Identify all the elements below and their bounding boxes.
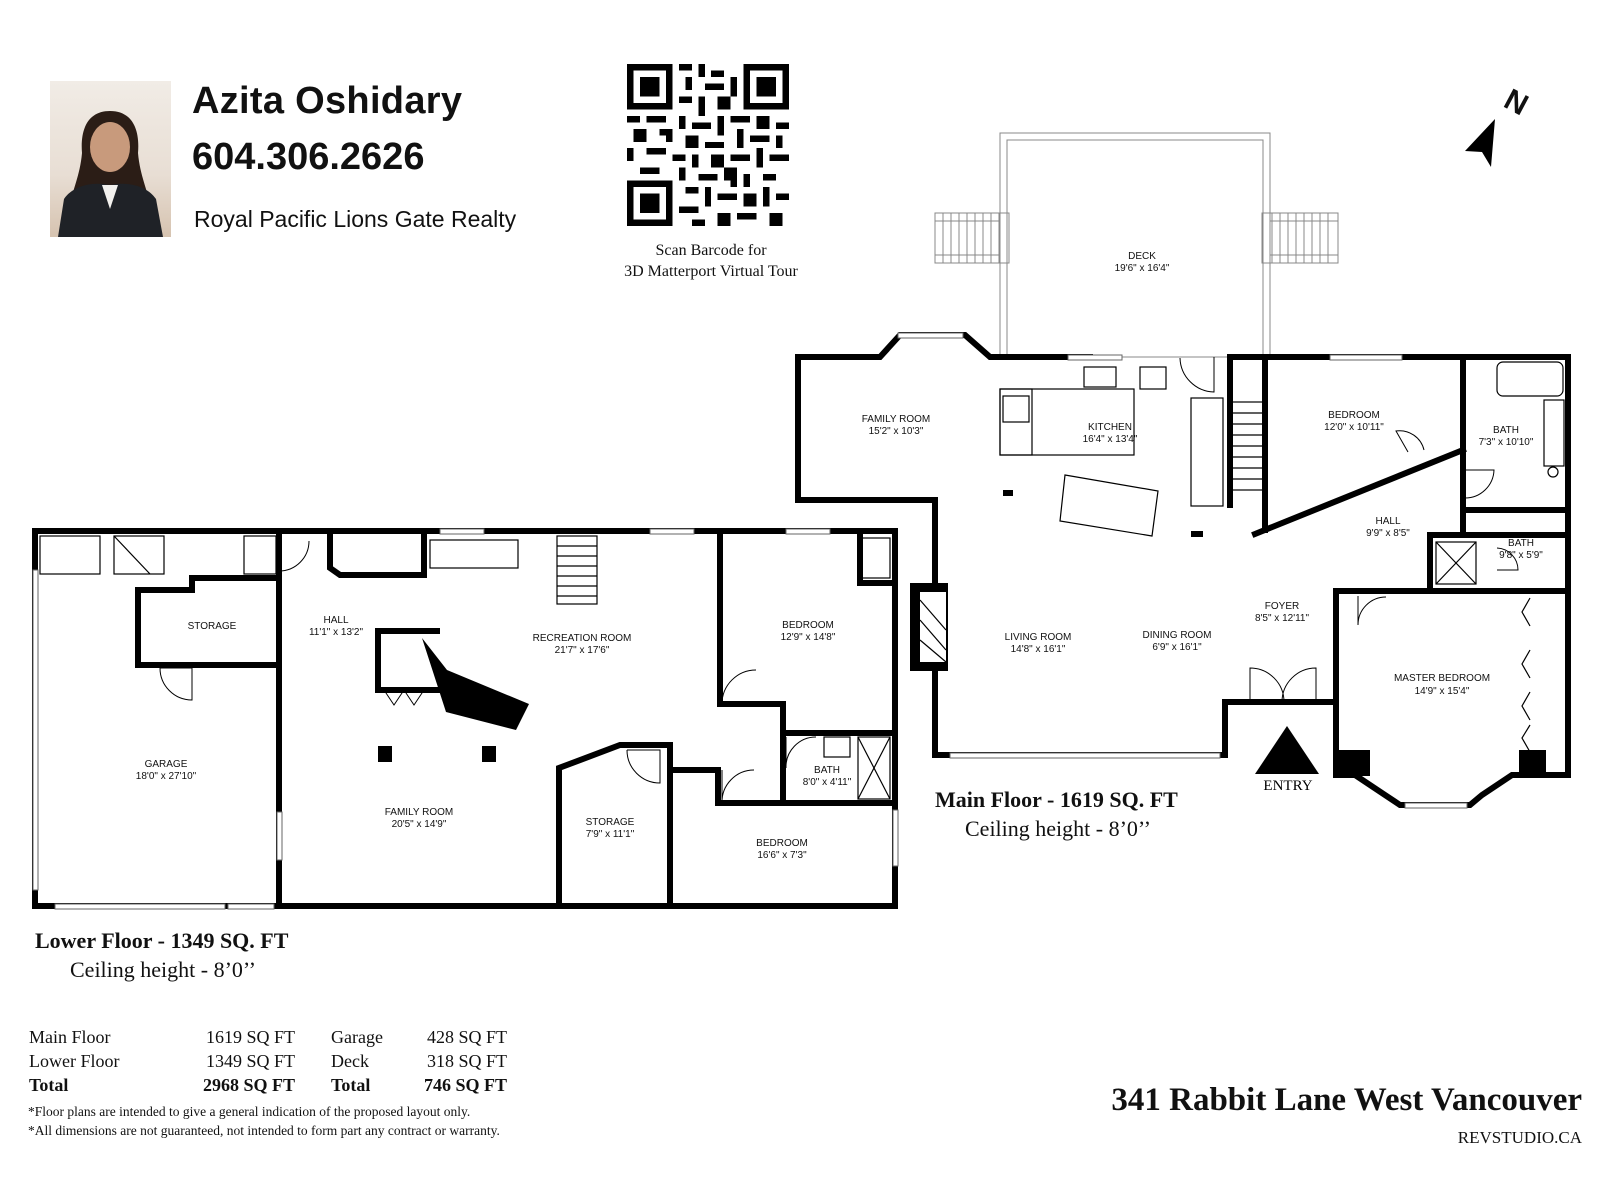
room-size: 21'7" x 17'6" <box>555 645 610 656</box>
room-name: RECREATION ROOM <box>533 633 632 644</box>
room-name: BATH <box>814 765 840 776</box>
entry-doors <box>1249 667 1317 703</box>
agent-phone: 604.306.2626 <box>192 136 425 178</box>
compass-arrow-icon <box>1465 119 1495 167</box>
totals-value: 2968 SQ FT <box>202 1074 295 1095</box>
room-name: BEDROOM <box>1328 410 1380 421</box>
property-address: 341 Rabbit Lane West Vancouver <box>1111 1082 1582 1118</box>
room-size: 14'9" x 15'4" <box>1415 686 1470 697</box>
room-name: BEDROOM <box>782 620 834 631</box>
room-size: 14'8" x 16'1" <box>1011 644 1066 655</box>
agent-name: Azita Oshidary <box>192 80 463 122</box>
room-size: 8'5" x 12'11" <box>1255 613 1310 624</box>
totals-value: 1349 SQ FT <box>205 1050 295 1071</box>
qr-caption: Scan Barcode for 3D Matterport Virtual T… <box>600 240 822 282</box>
table-row: Main Floor 1619 SQ FT Garage 428 SQ FT <box>29 1025 507 1049</box>
lower-stairs <box>39 535 598 605</box>
room-name: HALL <box>323 615 348 626</box>
entry-marker-icon <box>1255 726 1319 774</box>
totals-label: Main Floor <box>29 1026 111 1047</box>
room-name: HALL <box>1375 516 1400 527</box>
room-name: BATH <box>1508 538 1534 549</box>
room-name: STORAGE <box>586 817 635 828</box>
qr-caption-line2: 3D Matterport Virtual Tour <box>624 263 798 280</box>
qr-caption-line1: Scan Barcode for <box>655 242 767 259</box>
room-name: FOYER <box>1265 601 1299 612</box>
totals-label: Total <box>331 1074 371 1095</box>
main-stairs <box>1231 401 1265 491</box>
room-size: 18'0" x 27'10" <box>136 771 197 782</box>
disclaimer-line1: *Floor plans are intended to give a gene… <box>28 1104 471 1119</box>
deck-stairs-right <box>1261 212 1339 264</box>
room-name: BATH <box>1493 425 1519 436</box>
room-size: 19'6" x 16'4" <box>1115 263 1170 274</box>
room-name: FAMILY ROOM <box>385 807 454 818</box>
agent-company: Royal Pacific Lions Gate Realty <box>194 206 517 232</box>
room-name: STORAGE <box>188 621 237 632</box>
lower-floor-ceiling: Ceiling height - 8’0’’ <box>70 957 256 982</box>
main-floor-title: Main Floor - 1619 SQ. FT <box>935 787 1178 812</box>
room-name: BEDROOM <box>756 838 808 849</box>
deck <box>934 132 1339 358</box>
room-name: DECK <box>1128 251 1156 262</box>
room-size: 16'6" x 7'3" <box>757 850 807 861</box>
room-name: KITCHEN <box>1088 422 1132 433</box>
entry-label: ENTRY <box>1263 778 1312 794</box>
table-row: Total 2968 SQ FT Total 746 SQ FT <box>29 1073 507 1097</box>
room-size: 20'5" x 14'9" <box>392 819 447 830</box>
totals-label: Lower Floor <box>29 1050 120 1071</box>
agent-photo <box>50 81 171 237</box>
totals-value: 1619 SQ FT <box>205 1026 295 1047</box>
room-name: GARAGE <box>145 759 188 770</box>
room-name: MASTER BEDROOM <box>1394 673 1490 684</box>
room-size: 6'9" x 16'1" <box>1152 642 1202 653</box>
room-size: 12'9" x 14'8" <box>781 632 836 643</box>
room-name: LIVING ROOM <box>1005 632 1072 643</box>
room-size: 8'0" x 4'11" <box>803 777 852 788</box>
room-size: 15'2" x 10'3" <box>869 426 924 437</box>
studio-credit[interactable]: REVSTUDIO.CA <box>1457 1128 1582 1147</box>
main-floor-ceiling: Ceiling height - 8’0’’ <box>965 816 1151 841</box>
room-size: 9'8" x 5'9" <box>1499 550 1543 561</box>
totals-value: 746 SQ FT <box>423 1074 507 1095</box>
room-size: 11'1" x 13'2" <box>309 627 364 638</box>
room-size: 12'0" x 10'11" <box>1324 422 1384 433</box>
table-row: Lower Floor 1349 SQ FT Deck 318 SQ FT <box>29 1049 507 1073</box>
disclaimer: *Floor plans are intended to give a gene… <box>28 1102 500 1140</box>
qr-code[interactable] <box>627 64 789 226</box>
area-totals-table: Main Floor 1619 SQ FT Garage 428 SQ FT L… <box>29 1025 507 1097</box>
room-size: 9'9" x 8'5" <box>1366 528 1410 539</box>
deck-stairs-left <box>934 212 1010 264</box>
totals-label: Garage <box>331 1026 383 1047</box>
lower-room-labels: STORAGE HALL 11'1" x 13'2" RECREATION RO… <box>136 615 852 861</box>
totals-label: Deck <box>331 1050 369 1071</box>
totals-value: 318 SQ FT <box>426 1050 507 1071</box>
totals-value: 428 SQ FT <box>426 1026 507 1047</box>
room-size: 7'9" x 11'1" <box>586 829 635 840</box>
main-room-labels: DECK 19'6" x 16'4" FAMILY ROOM 15'2" x 1… <box>862 251 1544 794</box>
windows <box>32 332 1468 910</box>
room-name: FAMILY ROOM <box>862 414 931 425</box>
room-name: DINING ROOM <box>1143 630 1212 641</box>
main-floor-walls <box>795 332 1571 808</box>
lower-floor-title: Lower Floor - 1349 SQ. FT <box>35 928 289 953</box>
disclaimer-line2: *All dimensions are not guaranteed, not … <box>28 1123 500 1138</box>
room-size: 7'3" x 10'10" <box>1479 437 1534 448</box>
totals-label: Total <box>29 1074 69 1095</box>
room-size: 16'4" x 13'4" <box>1083 434 1138 445</box>
